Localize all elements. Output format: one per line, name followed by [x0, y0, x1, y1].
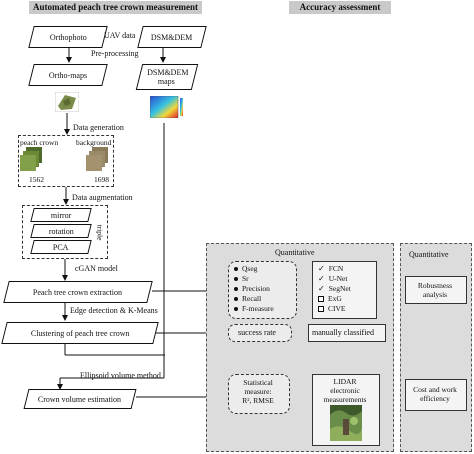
lidar-text: LIDAR electronic measurements: [312, 377, 378, 404]
bullet-icon: [234, 306, 238, 311]
dsm-map-thumbnail: [150, 96, 183, 118]
statistical-line1: Statistical: [243, 378, 273, 387]
statistical-text: Statistical measure: R², RMSE: [228, 378, 288, 405]
qualitative-panel: [400, 243, 472, 452]
qualitative-title: Quantitative: [409, 250, 449, 259]
model-cive: CIVE: [318, 304, 351, 313]
bullet-icon: [234, 296, 238, 301]
bullet-icon: [234, 266, 238, 271]
lidar-line1: LIDAR: [333, 377, 357, 386]
ortho-maps-box: Ortho-maps: [28, 64, 108, 86]
data-generation-label: Data generation: [73, 123, 124, 132]
model-segnet: ✓SegNet: [318, 284, 351, 293]
success-rate-label: success rate: [238, 328, 276, 337]
metric-precision: Precision: [234, 284, 274, 293]
mirror-step: mirror: [30, 208, 92, 222]
metrics-box: [228, 261, 297, 319]
metric-sr: Sr: [234, 274, 274, 283]
header-automated-measurement: Automated peach tree crown measurement: [29, 1, 202, 14]
cgan-model-label: cGAN model: [75, 264, 118, 273]
count-peach-crown: 1562: [29, 175, 44, 184]
cost-line1: Cost and work: [413, 385, 457, 394]
metric-f-measure: F-measure: [234, 304, 274, 313]
models-list: ✓FCN ✓U-Net ✓SegNet ExG CIVE: [318, 264, 351, 313]
lidar-photo: [330, 405, 362, 441]
cost-line2: efficiency: [420, 394, 450, 403]
uav-data-label: UAV data: [104, 31, 136, 40]
metric-qseg: Qseg: [234, 264, 274, 273]
background-label: background: [76, 138, 112, 147]
cost-efficiency-box: [405, 379, 467, 411]
dsm-dem-maps-line1: DSM&DEM: [147, 68, 189, 77]
orthophoto-input: Orthophoto: [28, 26, 108, 48]
success-rate-box: [228, 324, 292, 342]
square-icon: [318, 305, 324, 312]
ellipsoid-method-label: Ellipsoid volume method: [80, 371, 161, 380]
pre-processing-label: Pre-processing: [91, 49, 139, 58]
check-icon: ✓: [318, 284, 325, 293]
dsm-dem-maps-box: DSM&DEM maps: [135, 64, 199, 90]
crown-clustering-box: Clustering of peach tree crown: [1, 322, 159, 344]
lidar-line2: electronic: [330, 386, 360, 395]
pca-step: PCA: [30, 240, 92, 254]
bullet-icon: [234, 276, 238, 281]
model-fcn: ✓FCN: [318, 264, 344, 273]
peach-crown-label: peach crown: [20, 138, 59, 147]
lidar-line3: measurements: [323, 395, 367, 404]
statistical-box: [228, 374, 290, 414]
bullet-icon: [234, 286, 238, 291]
check-icon: ✓: [318, 264, 325, 273]
dsm-dem-input: DSM&DEM: [137, 26, 207, 48]
model-unet: ✓U-Net: [318, 274, 348, 283]
statistical-line3: R², RMSE: [242, 396, 274, 405]
dsm-dem-maps-line2: maps: [157, 77, 175, 86]
robustness-box: [405, 276, 467, 304]
metric-recall: Recall: [234, 294, 274, 303]
rotation-step: rotation: [30, 224, 92, 238]
square-icon: [318, 295, 324, 302]
header-accuracy-assessment: Accuracy assessment: [289, 1, 391, 14]
robustness-line1: Robustness: [417, 281, 453, 290]
robustness-line2: analysis: [422, 290, 448, 299]
model-exg: ExG: [318, 294, 351, 303]
sample-image-stacks: [20, 147, 108, 171]
data-augmentation-label: Data augmentation: [72, 193, 133, 202]
check-icon: ✓: [318, 274, 325, 283]
ortho-map-thumbnail: [55, 92, 79, 112]
count-background: 1698: [94, 175, 109, 184]
statistical-line2: measure:: [244, 387, 272, 396]
triple-label: triple: [95, 224, 105, 241]
crown-extraction-box: Peach tree crown extraction: [3, 281, 153, 303]
robustness-text: Robustness analysis: [405, 281, 465, 299]
cost-efficiency-text: Cost and work efficiency: [405, 385, 465, 403]
quantitative-title: Quantitative: [275, 248, 315, 257]
edge-kmeans-label: Edge detection & K-Means: [70, 306, 158, 315]
manually-classified-label: manually classified: [312, 328, 374, 337]
manually-classified-box: [308, 324, 386, 342]
volume-estimation-box: Crown volume estimation: [23, 389, 137, 409]
metrics-list: Qseg Sr Precision Recall F-measure: [234, 264, 274, 313]
